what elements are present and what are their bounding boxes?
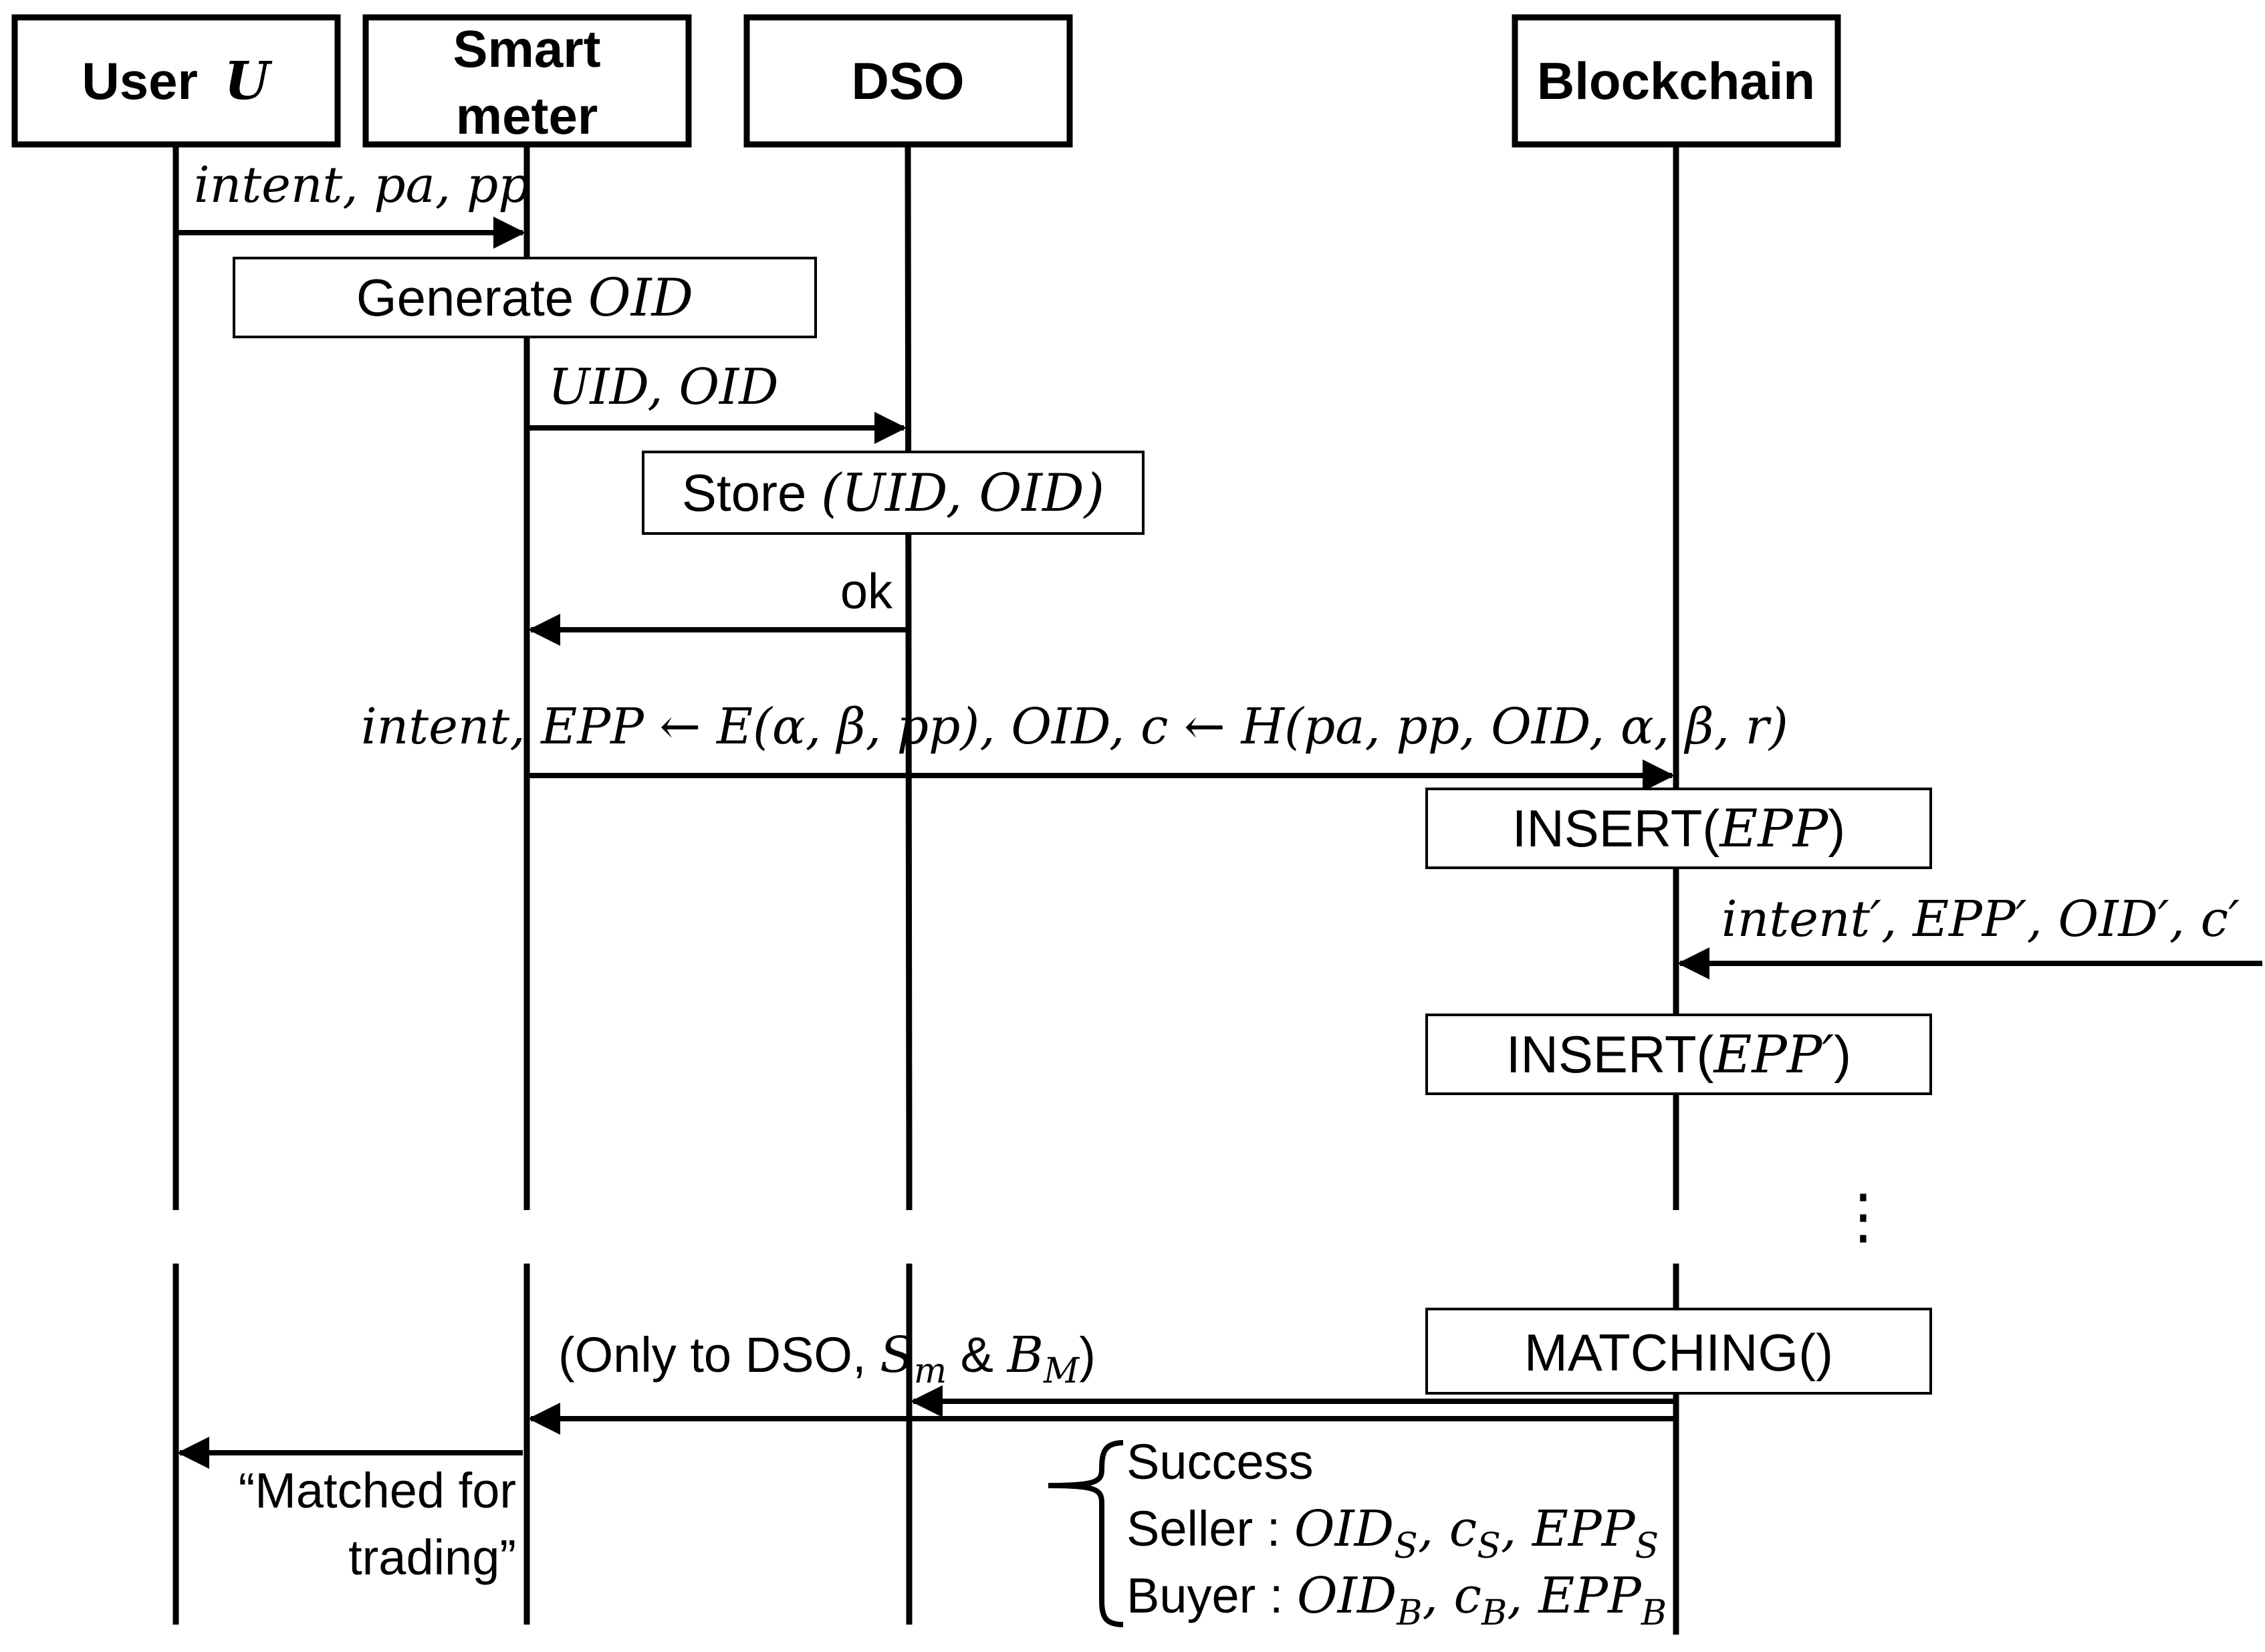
participant-user: User U bbox=[11, 14, 341, 148]
insert1-text: INSERT( bbox=[1512, 799, 1720, 858]
svg-text:User U: User U bbox=[82, 51, 272, 112]
message-only-to-dso: (Only to DSO, Sm & BM) bbox=[528, 1326, 1676, 1435]
action-insert-epp: INSERT(EPP) bbox=[1425, 788, 1932, 869]
message-intent-prime-label: intent′, EPP′, OID′, c′ bbox=[1721, 891, 2240, 948]
message-ok-label: ok bbox=[840, 564, 893, 619]
matching-text: MATCHING() bbox=[1524, 1323, 1833, 1382]
user-symbol: U bbox=[225, 51, 273, 112]
user-label: User bbox=[82, 51, 197, 110]
dso-label: DSO bbox=[851, 51, 964, 110]
curly-brace-icon bbox=[1048, 1440, 1124, 1627]
insert2-close: ) bbox=[1834, 1025, 1851, 1084]
message-matched-line1: “Matched for bbox=[239, 1463, 516, 1518]
participant-dso: DSO bbox=[743, 14, 1073, 148]
insert1-close: ) bbox=[1828, 799, 1845, 858]
participant-smart-meter: Smart meter bbox=[362, 14, 692, 148]
lifeline-dso bbox=[905, 144, 913, 1164]
lifelines bbox=[172, 144, 1679, 1635]
message-uid-oid-label: UID, OID bbox=[548, 358, 779, 416]
insert2-text: INSERT( bbox=[1506, 1025, 1714, 1084]
insert2-math: EPP′ bbox=[1712, 1025, 1834, 1085]
store-math: (UID, OID) bbox=[821, 463, 1104, 523]
message-uid-oid: UID, OID bbox=[527, 358, 907, 444]
action-insert-epp-prime: INSERT(EPP′) bbox=[1425, 1014, 1932, 1095]
message-matched-line2: trading” bbox=[348, 1530, 516, 1585]
result-seller: Seller : OIDS, cS, EPPS bbox=[1126, 1500, 1659, 1566]
svg-text:Generate OID: Generate OID bbox=[356, 268, 693, 328]
result-annotation: Success Seller : OIDS, cS, EPPS Buyer : … bbox=[1048, 1434, 1667, 1633]
message-matched: “Matched for trading” bbox=[177, 1437, 523, 1585]
insert1-math: EPP bbox=[1718, 799, 1828, 859]
ellipsis-icon: ⋮ bbox=[1833, 1183, 1893, 1250]
action-matching: MATCHING() bbox=[1425, 1308, 1932, 1395]
message-intent-epp-label: intent, EPP ← E(α, β, pp), OID, c ← H(pa… bbox=[361, 698, 1788, 755]
action-generate-oid: Generate OID bbox=[233, 257, 817, 338]
message-intent-pa-pp: intent, pa, pp bbox=[176, 156, 530, 249]
store-text: Store bbox=[682, 463, 821, 522]
smart-meter-label-line1: Smart bbox=[453, 19, 600, 78]
result-success: Success bbox=[1126, 1434, 1314, 1490]
participant-blockchain: Blockchain bbox=[1512, 14, 1841, 148]
svg-text:INSERT(EPP): INSERT(EPP) bbox=[1512, 799, 1845, 859]
message-ok: ok bbox=[528, 564, 908, 646]
blockchain-label: Blockchain bbox=[1537, 51, 1815, 110]
svg-text:INSERT(EPP′): INSERT(EPP′) bbox=[1506, 1025, 1851, 1085]
message-intent-prime: intent′, EPP′, OID′, c′ bbox=[1677, 891, 2262, 979]
smart-meter-label-line2: meter bbox=[456, 86, 598, 145]
generate-math: OID bbox=[588, 268, 693, 328]
message-intent-epp: intent, EPP ← E(α, β, pp), OID, c ← H(pa… bbox=[361, 698, 1788, 792]
message-only-to-dso-label: (Only to DSO, Sm & BM) bbox=[558, 1326, 1096, 1391]
svg-text:Store (UID, OID): Store (UID, OID) bbox=[682, 463, 1104, 523]
message-intent-pa-pp-label: intent, pa, pp bbox=[194, 156, 530, 214]
action-store: Store (UID, OID) bbox=[642, 451, 1145, 535]
result-buyer: Buyer : OIDB, cB, EPPB bbox=[1126, 1567, 1667, 1633]
generate-text: Generate bbox=[356, 268, 588, 327]
